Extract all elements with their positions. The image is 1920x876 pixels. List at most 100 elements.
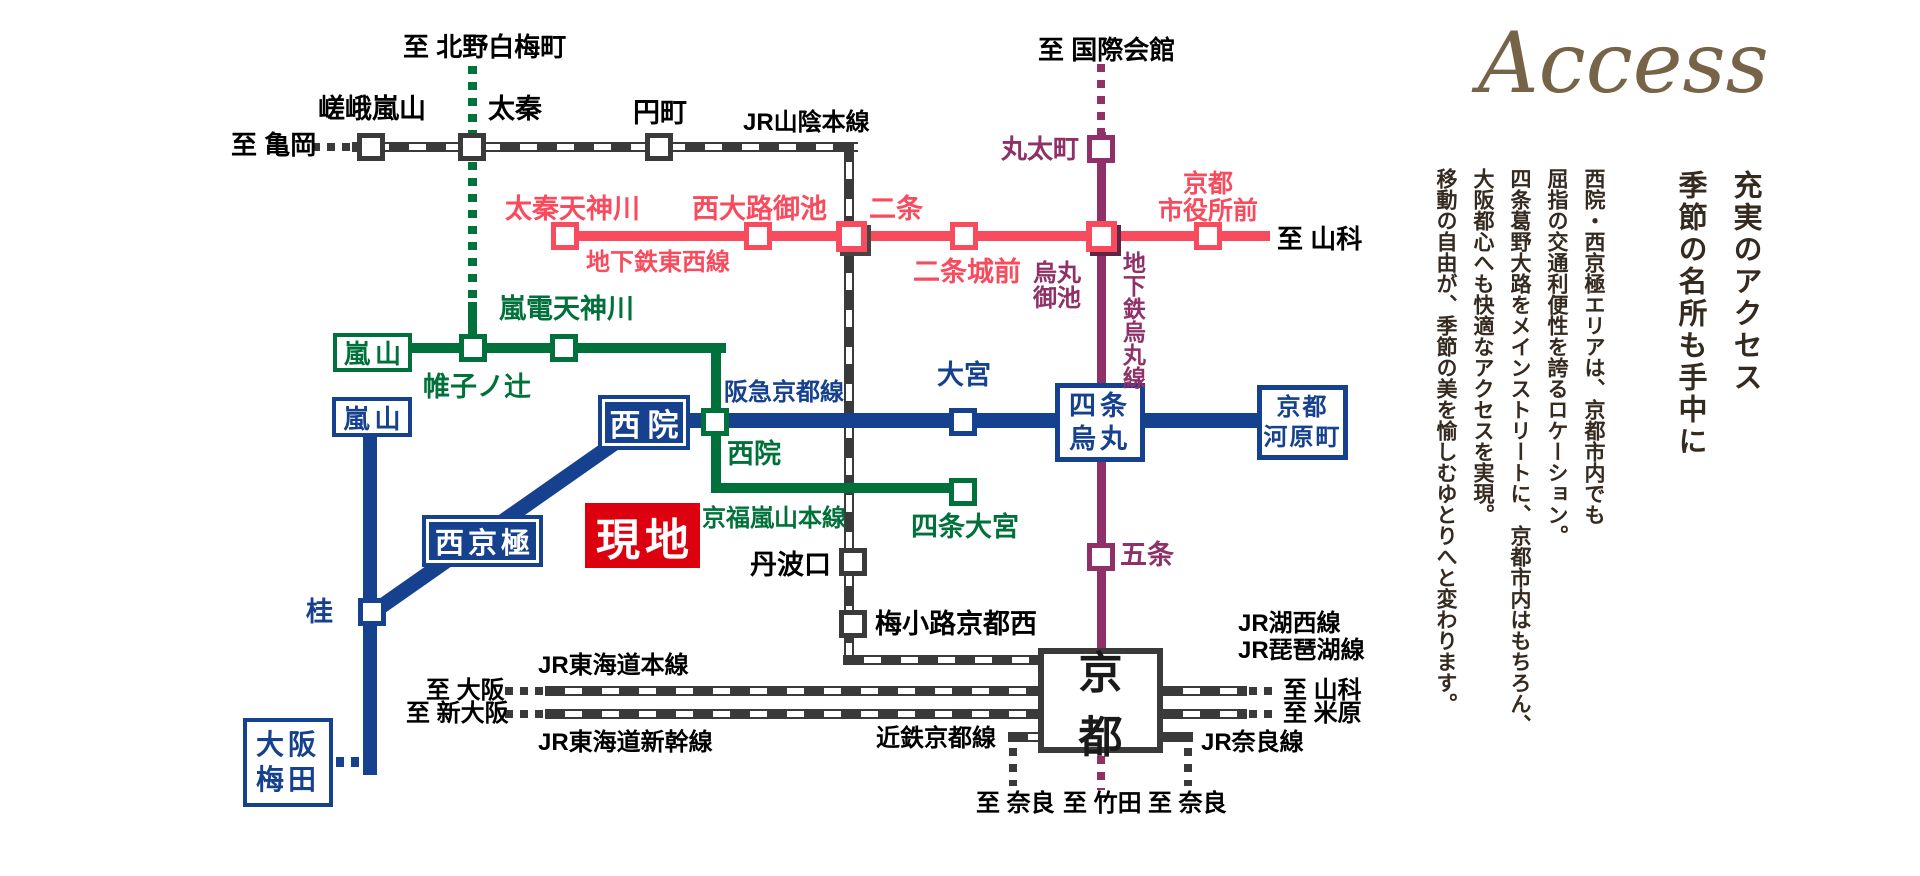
jr-sanin-dotted-kameoka <box>312 143 352 151</box>
label-jr-biwako-line: JR琵琶湖線 <box>1238 637 1365 664</box>
dotted-maibara <box>1249 710 1277 718</box>
label-jr-kosei-line: JR湖西線 <box>1238 610 1341 637</box>
kyoto-kawaramachi-line1: 京都 <box>1276 394 1329 422</box>
dest-kitano-hakubaicho: 至 北野白梅町 <box>403 32 567 62</box>
randen-kitano-stub <box>468 302 477 350</box>
label-hankyu-line: 阪急京都線 <box>724 379 844 406</box>
shijo-karasuma-box: 四条 烏丸 <box>1055 383 1145 462</box>
station-uzumasa-tenjingawa <box>551 222 579 250</box>
label-uzumasa-tenjingawa: 太秦天神川 <box>505 194 640 224</box>
kintetsu-dotted-nara <box>1009 748 1017 786</box>
jr-tokaido-shinkansen-line <box>545 709 1038 719</box>
station-gojo <box>1087 543 1115 571</box>
jr-nara-dotted-nara <box>1184 748 1192 786</box>
station-saga-arashiyama <box>357 133 385 161</box>
label-karasuma-oike: 烏丸 御池 <box>1029 261 1085 312</box>
paragraph-col4: 大阪都心へも快適なアクセスを実現。 <box>1471 168 1495 525</box>
dest-yamashina-jr: 至 山科 <box>1283 677 1362 704</box>
jr-sanin-line-horizontal <box>352 142 858 152</box>
arashiyama-randen-label: 嵐山 <box>343 339 406 369</box>
label-shijo-omiya: 四条大宮 <box>911 512 1019 542</box>
label-keifuku-line: 京福嵐山本線 <box>702 505 846 532</box>
jr-nara-corner <box>1183 732 1193 742</box>
kyoto-kawaramachi-box: 京都 河原町 <box>1257 385 1348 460</box>
label-shiyakusho-mae: 京都 市役所前 <box>1155 171 1261 224</box>
keifuku-line-horizontal <box>711 483 963 493</box>
randen-kitano-dotted <box>468 66 477 302</box>
dotted-yamashina <box>1249 687 1277 695</box>
station-marutamachi <box>1087 135 1115 163</box>
shinkansen-dotted-shinosaka <box>505 710 543 718</box>
paragraph-col2: 屈指の交通利便性を誇るロケーション。 <box>1545 168 1569 546</box>
label-marutamachi: 丸太町 <box>1001 134 1080 164</box>
station-tambaguchi <box>839 548 867 576</box>
dest-takeda: 至 竹田 <box>1063 790 1142 817</box>
label-omiya: 大宮 <box>937 360 991 390</box>
jr-tokaido-main-line <box>545 686 1038 696</box>
osaka-umeda-line1: 大阪 <box>255 729 320 761</box>
arashiyama-hankyu-label: 嵐山 <box>343 403 406 434</box>
label-saiin-randen: 西院 <box>727 439 781 469</box>
paragraph-col1: 西院・西京極エリアは、京都市内でも <box>1582 168 1606 525</box>
dest-nara-kintetsu: 至 奈良 <box>976 790 1055 817</box>
jr-corner-top <box>843 142 854 152</box>
kyoto-station-box: 京都 <box>1038 648 1163 762</box>
saiin-hankyu-box: 西院 <box>598 395 690 450</box>
label-kintetsu-line: 近鉄京都線 <box>876 725 996 752</box>
label-shiyakusho-line1: 京都 <box>1182 170 1233 198</box>
station-nijojo-mae <box>950 222 978 250</box>
label-nishioji-oike: 西大路御池 <box>692 194 827 224</box>
dest-nara-jr: 至 奈良 <box>1148 790 1227 817</box>
nishikyogoku-box: 西京極 <box>422 515 543 567</box>
kyoto-station-label: 京都 <box>1078 648 1132 762</box>
station-katabiranotsuji <box>459 334 487 362</box>
label-gojo: 五条 <box>1120 540 1174 570</box>
jr-sanin-line-vertical <box>844 142 854 665</box>
jr-nara-line-segment <box>1163 732 1193 742</box>
station-shijo-omiya <box>949 478 977 506</box>
body-paragraph: 西院・西京極エリアは、京都市内でも 屈指の交通利便性を誇るロケーション。 四条葛… <box>1427 168 1612 808</box>
paragraph-col3: 四条葛野大路をメインストリートに、京都市内はもちろん、 <box>1508 168 1532 735</box>
label-emmachi: 円町 <box>633 98 687 128</box>
label-jr-tokaido-main: JR東海道本線 <box>538 652 689 679</box>
dest-shin-osaka: 至 新大阪 <box>406 700 509 727</box>
station-omiya <box>949 408 977 436</box>
kintetsu-line-segment <box>1008 732 1038 742</box>
station-saiin-randen <box>701 408 729 436</box>
shijo-karasuma-line2: 烏丸 <box>1069 423 1131 454</box>
label-randen-tenjingawa: 嵐電天神川 <box>499 294 634 324</box>
jr-kosei-line-segment <box>1163 686 1247 696</box>
hankyu-dotted-umeda-link <box>336 757 363 767</box>
label-uzumasa: 太秦 <box>488 94 542 124</box>
nishikyogoku-label: 西京極 <box>434 528 534 560</box>
label-nijojo-mae: 二条城前 <box>913 257 1021 287</box>
label-katsura: 桂 <box>306 597 333 627</box>
kintetsu-corner <box>1008 732 1018 742</box>
tokaido-dotted-osaka <box>505 687 543 695</box>
label-shiyakusho-line2: 市役所前 <box>1157 196 1258 225</box>
dest-yamashina-tozai: 至 山科 <box>1277 224 1363 254</box>
headline: 充実のアクセス 季節の名所も手中に <box>1662 170 1772 500</box>
label-tozai-line: 地下鉄東西線 <box>586 249 730 276</box>
karasuma-dotted-kokusaikaikan <box>1097 64 1105 132</box>
karasuma-dotted-takeda <box>1097 756 1105 790</box>
label-tambaguchi: 丹波口 <box>750 550 831 580</box>
station-uzumasa <box>458 133 486 161</box>
kyoto-kawaramachi-line2: 河原町 <box>1263 423 1342 451</box>
access-title: Access <box>1478 14 1769 112</box>
arashiyama-randen-box: 嵐山 <box>333 333 412 372</box>
dest-osaka: 至 大阪 <box>426 677 505 704</box>
station-nijo <box>836 221 867 252</box>
tozai-line <box>565 231 1270 241</box>
dest-kokusaikaikan: 至 国際会館 <box>1038 35 1176 65</box>
saiin-hankyu-label: 西院 <box>609 408 686 443</box>
label-karasuma-oike-line1: 烏丸 <box>1033 260 1081 287</box>
station-kyoto-shiyakusho-mae <box>1194 222 1222 250</box>
paragraph-col5: 移動の自由が、季節の美を愉しむゆとりへと変わります。 <box>1434 168 1458 714</box>
label-jr-nara-line: JR奈良線 <box>1201 729 1304 756</box>
osaka-umeda-line2: 梅田 <box>255 763 320 795</box>
station-emmachi <box>645 133 673 161</box>
station-karasuma-oike <box>1086 221 1117 252</box>
headline-line1: 充実のアクセス <box>1729 170 1761 394</box>
